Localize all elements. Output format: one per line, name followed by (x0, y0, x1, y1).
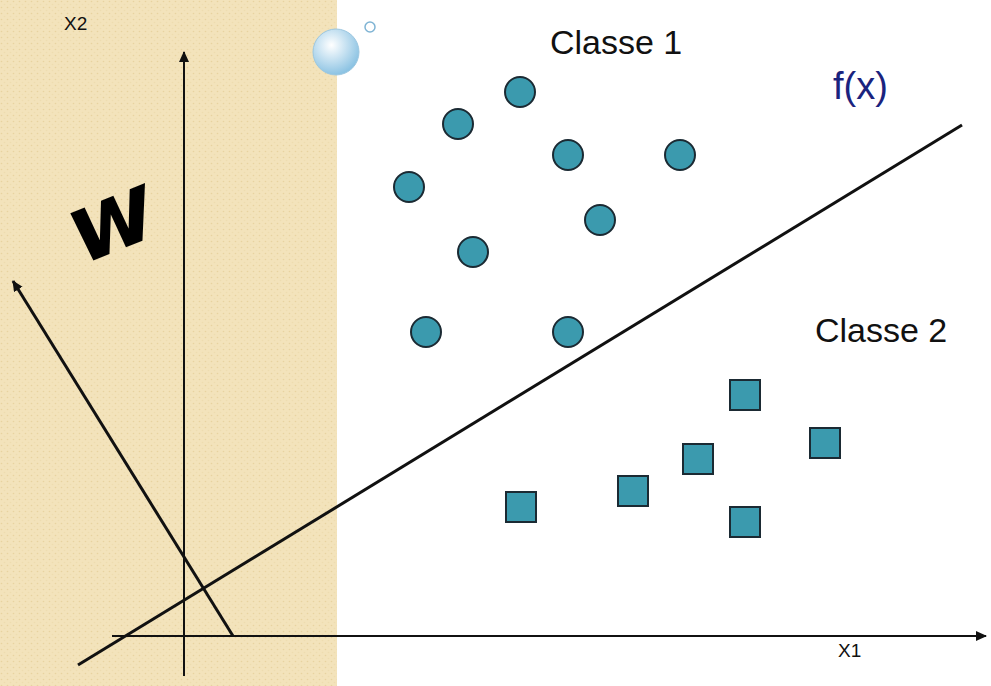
class-label: Classe 1 (550, 24, 682, 61)
x2-axis (183, 52, 185, 676)
bubble (313, 29, 359, 75)
x1-axis (112, 635, 986, 637)
weight-vector (13, 281, 233, 636)
class-label: Classe 2 (815, 312, 947, 349)
function-label: f(x) (833, 66, 888, 108)
class-2-points (506, 380, 840, 537)
axis-label: X1 (838, 641, 861, 662)
decision-boundary (78, 125, 962, 665)
class-1-points (394, 77, 695, 347)
axis-label: X2 (64, 14, 87, 35)
bubble (365, 22, 375, 32)
side-panel (0, 0, 337, 686)
